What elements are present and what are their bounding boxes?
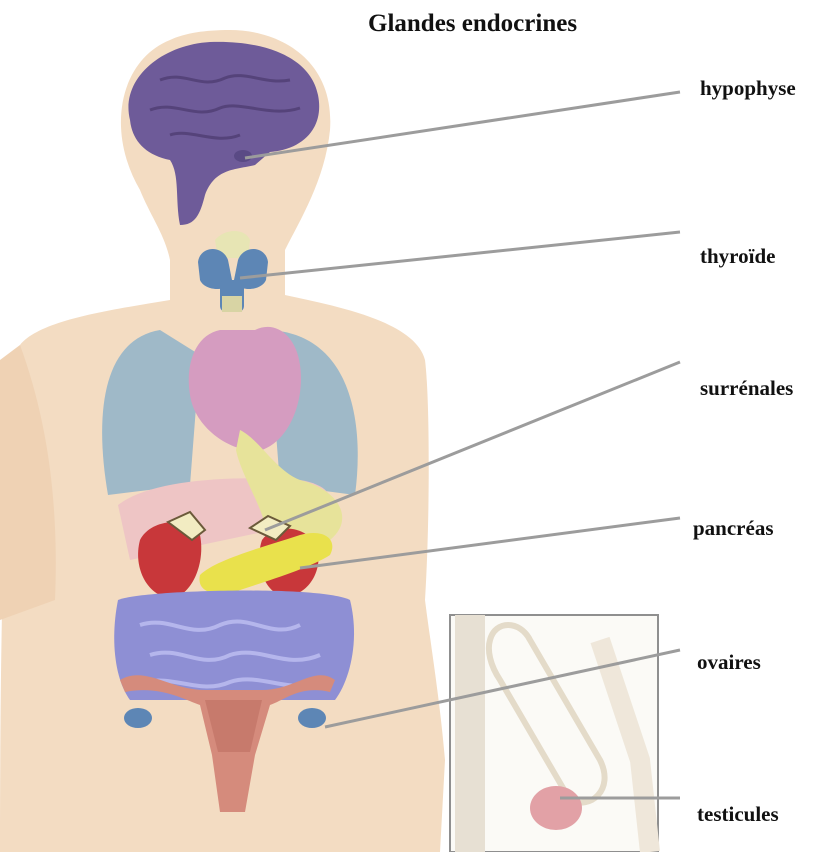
label-hypophyse: hypophyse: [700, 76, 796, 101]
ovary-right-icon: [298, 708, 326, 728]
diagram-title: Glandes endocrines: [368, 10, 577, 38]
label-thyroide: thyroïde: [700, 244, 775, 269]
label-ovaires: ovaires: [697, 650, 761, 675]
ovary-left-icon: [124, 708, 152, 728]
label-surrenales: surrénales: [700, 376, 793, 401]
label-pancreas: pancréas: [693, 516, 774, 541]
testicle-inset: [450, 615, 658, 852]
testicle-icon: [530, 786, 582, 830]
label-testicules: testicules: [697, 802, 779, 827]
